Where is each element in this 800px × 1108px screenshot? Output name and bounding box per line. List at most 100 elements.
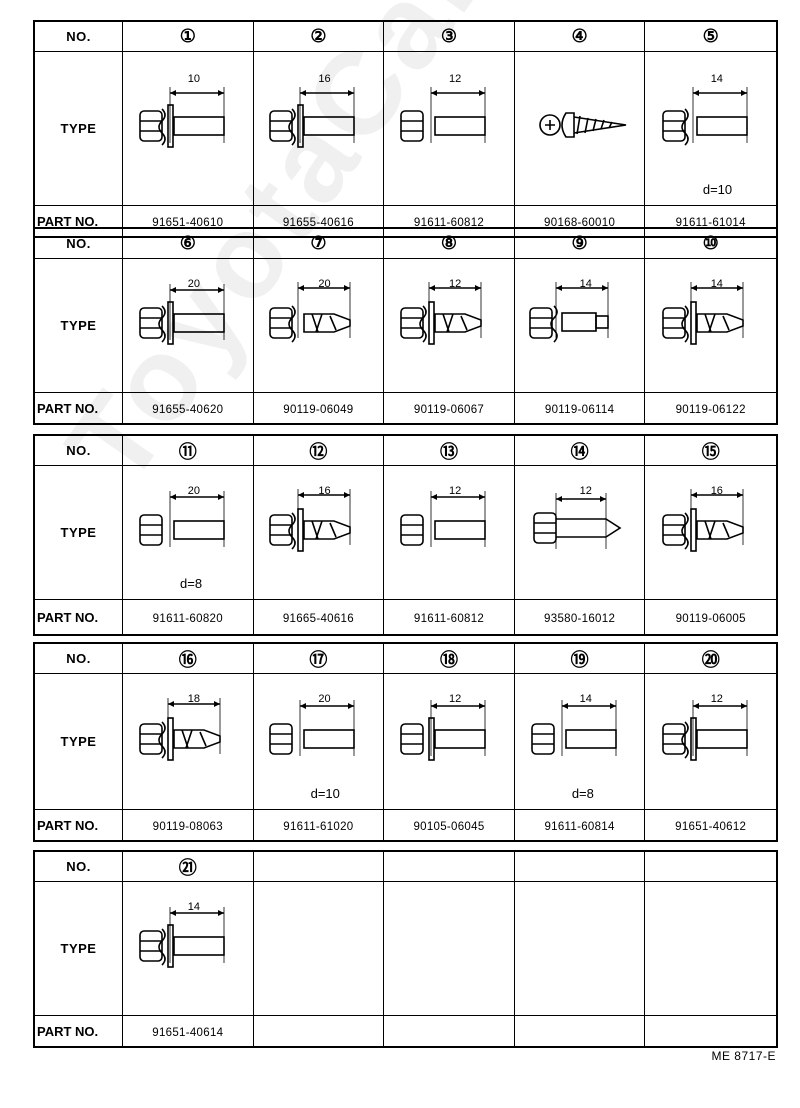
length-dimension: 20 — [318, 277, 331, 290]
fastener-drawing: 18 — [123, 674, 254, 810]
fastener-drawing: 20 — [253, 259, 385, 393]
fastener-drawing: 12 — [645, 674, 776, 810]
length-dimension: 20 — [318, 692, 331, 705]
item-number: ⑳ — [645, 644, 776, 674]
part-number: 91651-40614 — [123, 1016, 254, 1046]
part-number: 91611-60820 — [123, 600, 254, 634]
part-number: 90119-06049 — [254, 393, 385, 423]
item-number: ② — [253, 22, 385, 52]
item-number: ⑱ — [384, 644, 515, 674]
part-number — [515, 1016, 646, 1046]
fastener-drawing: 20 d=8 — [123, 466, 254, 600]
item-number: ⑫ — [253, 436, 385, 466]
item-number: ⑪ — [123, 436, 254, 466]
no-header-label: NO. — [35, 22, 123, 52]
item-number: ③ — [384, 22, 515, 52]
type-header-label: TYPE — [35, 674, 123, 810]
part-number: 91611-60812 — [384, 206, 515, 236]
length-dimension: 12 — [448, 692, 462, 705]
fastener-drawing: 12 — [384, 674, 515, 810]
part-number — [254, 1016, 385, 1046]
type-header-label: TYPE — [35, 259, 123, 393]
part-number: 90119-08063 — [123, 810, 254, 840]
length-dimension: 12 — [448, 484, 462, 497]
no-header-label: NO. — [35, 852, 123, 882]
fastener-drawing — [514, 882, 646, 1016]
fastener-drawing: 20 d=10 — [253, 674, 385, 810]
item-number — [514, 852, 646, 882]
fastener-drawing — [514, 52, 646, 206]
item-number — [645, 852, 776, 882]
fastener-drawing: 12 — [384, 259, 515, 393]
item-number: ④ — [514, 22, 646, 52]
part-no-header-label: PART NO. — [35, 206, 123, 236]
item-number: ⑧ — [384, 229, 515, 259]
part-number: 90119-06122 — [675, 404, 746, 416]
length-dimension: 16 — [710, 484, 723, 497]
fastener-drawing: 10 — [123, 52, 254, 206]
length-dimension: 20 — [187, 484, 201, 497]
item-number: ⑰ — [253, 644, 385, 674]
item-number: ⑨ — [514, 229, 646, 259]
length-dimension: 18 — [187, 692, 201, 705]
part-number: 91655-40620 — [123, 393, 254, 423]
fastener-drawing: 14 — [514, 259, 646, 393]
fastener-drawing: 16 — [253, 52, 385, 206]
item-number: ⑭ — [514, 436, 646, 466]
item-number: ㉑ — [123, 852, 254, 882]
fastener-drawing: 16 — [645, 466, 776, 600]
item-number: ⑲ — [514, 644, 646, 674]
fastener-drawing: 12 — [384, 52, 515, 206]
part-number: 91651-40610 — [123, 206, 254, 236]
fastener-drawing: 20 — [123, 259, 254, 393]
length-dimension: 16 — [318, 484, 331, 497]
part-no-header-label: PART NO. — [35, 600, 123, 634]
part-number — [384, 1016, 515, 1046]
item-number — [253, 852, 385, 882]
length-dimension: 14 — [187, 900, 201, 913]
diameter-note: d=10 — [310, 786, 340, 801]
item-number: ⑩ — [645, 229, 776, 259]
part-number: 91611-61014 — [675, 217, 746, 229]
item-number: ⑥ — [123, 229, 254, 259]
fastener-drawing: 12 — [514, 466, 646, 600]
length-dimension: 12 — [448, 73, 462, 86]
length-dimension: 10 — [187, 73, 201, 86]
item-number: ⑬ — [384, 436, 515, 466]
item-number: ⑤ — [645, 22, 776, 52]
part-number: 91611-60814 — [515, 810, 646, 840]
item-number — [384, 852, 515, 882]
item-number: ⑮ — [645, 436, 776, 466]
length-dimension: 14 — [579, 277, 592, 290]
diameter-note: d=8 — [180, 576, 203, 591]
part-number: 91665-40616 — [254, 600, 385, 634]
item-number: ⑦ — [253, 229, 385, 259]
part-no-header-label: PART NO. — [35, 1016, 123, 1046]
type-header-label: TYPE — [35, 882, 123, 1016]
length-dimension: 12 — [579, 484, 592, 497]
fastener-drawing — [645, 882, 776, 1016]
length-dimension: 20 — [187, 277, 201, 290]
length-dimension: 12 — [448, 277, 462, 290]
fastener-drawing — [253, 882, 385, 1016]
length-dimension: 12 — [710, 692, 723, 705]
length-dimension: 14 — [579, 692, 592, 705]
diameter-note: d=8 — [571, 786, 594, 801]
part-number: 91651-40612 — [675, 821, 747, 833]
no-header-label: NO. — [35, 436, 123, 466]
part-number: 91611-61020 — [254, 810, 385, 840]
type-header-label: TYPE — [35, 466, 123, 600]
part-number: 90119-06005 — [675, 613, 746, 625]
drawing-code: ME 8717-E — [711, 1049, 776, 1063]
part-number: 90105-06045 — [384, 810, 515, 840]
fastener-drawing: 14 — [123, 882, 254, 1016]
part-number: 91611-60812 — [384, 600, 515, 634]
item-number: ① — [123, 22, 254, 52]
part-number: 90168-60010 — [515, 206, 646, 236]
length-dimension: 16 — [318, 73, 331, 86]
